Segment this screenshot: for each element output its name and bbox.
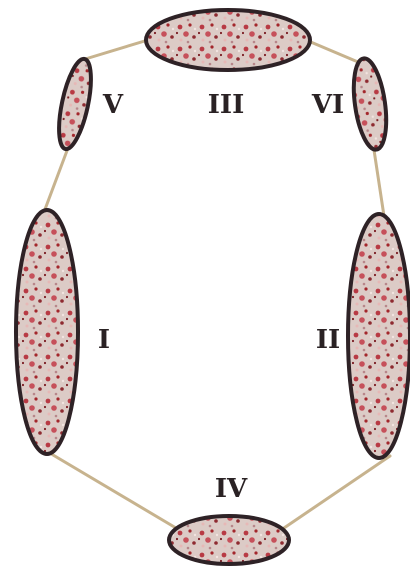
- connector-iii-vi: [306, 40, 358, 62]
- section-i: [16, 210, 78, 454]
- section-vi: [349, 56, 392, 151]
- label-vi: VI: [311, 90, 344, 120]
- label-iii: III: [208, 90, 245, 120]
- section-ii: [348, 214, 410, 458]
- section-iii: [146, 10, 310, 70]
- connector-v-iii: [82, 40, 148, 60]
- label-iv: IV: [215, 474, 248, 504]
- connector-vi-ii: [374, 150, 384, 216]
- label-v: V: [102, 90, 124, 120]
- section-v: [53, 56, 98, 151]
- connector-v-i: [44, 148, 68, 212]
- section-iv: [169, 516, 289, 564]
- connector-i-iv: [48, 452, 176, 528]
- label-i: I: [98, 325, 110, 355]
- label-ii: II: [316, 325, 340, 355]
- connector-ii-iv: [284, 456, 390, 528]
